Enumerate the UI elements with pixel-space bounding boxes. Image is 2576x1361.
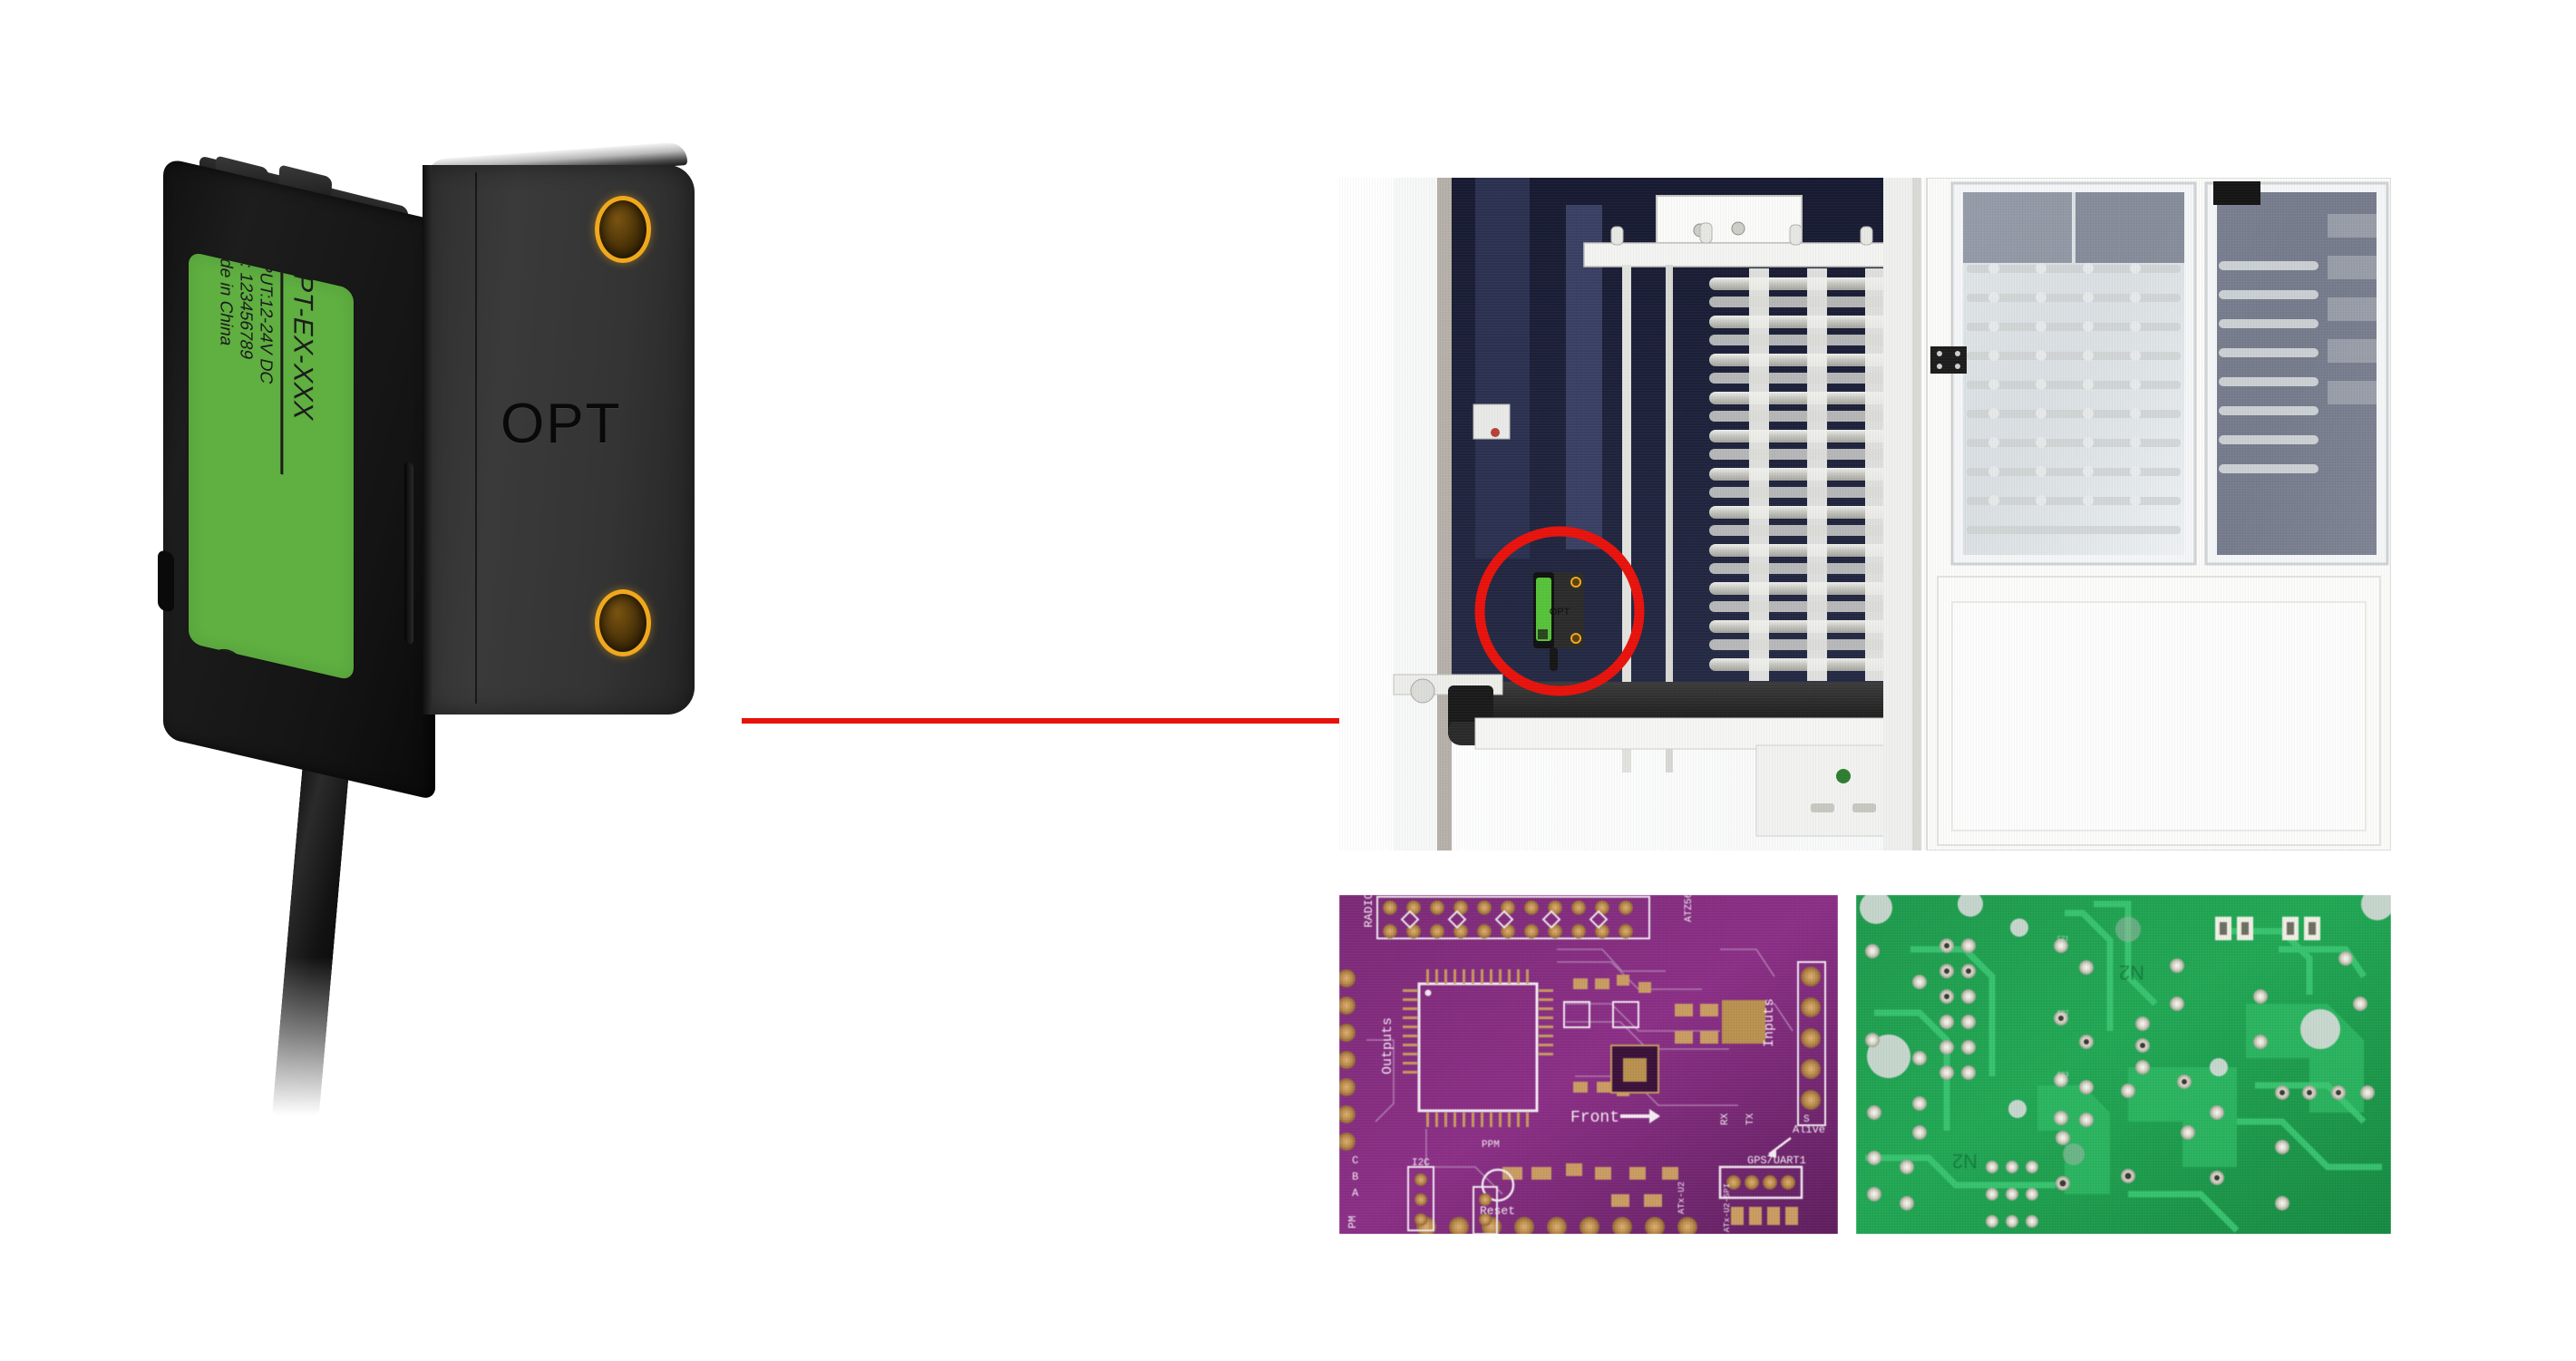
sensor-side-groove xyxy=(404,461,413,646)
svg-text:N2: N2 xyxy=(2119,961,2144,984)
machine-installation-photo: OPT xyxy=(1339,178,2391,851)
product-label: OPT-EX-XXX INPUT:12-24V DC SN: 123456789… xyxy=(189,250,354,682)
pcb-purple-photo: RADIO Outputs Inputs ATZ560 Front Reset … xyxy=(1339,895,1838,1234)
label-divider xyxy=(280,250,284,475)
pcb-silk-tx: TX xyxy=(1745,1113,1756,1125)
product-label-text-block: OPT-EX-XXX INPUT:12-24V DC SN: 123456789… xyxy=(215,250,318,637)
pcb-silk-reset: Reset xyxy=(1480,1204,1515,1218)
svg-text:OPT: OPT xyxy=(1550,607,1570,617)
sensor-product-render: OPT-EX-XXX INPUT:12-24V DC SN: 123456789… xyxy=(158,141,852,1188)
pcb-silk-s: S xyxy=(1803,1114,1810,1125)
pcb-alive-arrow-icon xyxy=(1767,1137,1792,1158)
emitter-lens-icon xyxy=(595,196,651,263)
sensor-front-seam xyxy=(475,172,477,704)
svg-text:C23: C23 xyxy=(2057,1072,2069,1079)
pcb-silk-pm: PM xyxy=(1346,1216,1359,1229)
pcb-silk-outputs: Outputs xyxy=(1380,1017,1395,1074)
label-input-rating: INPUT:12-24V DC xyxy=(256,250,276,386)
svg-text:C21: C21 xyxy=(2057,936,2069,943)
pcb-silk-ppm: PPM xyxy=(1482,1140,1500,1151)
pcb-silk-alive: Alive xyxy=(1793,1123,1825,1136)
pcb-silk-front: Front xyxy=(1570,1109,1619,1127)
pcb-front-arrow-icon xyxy=(1620,1109,1660,1123)
label-serial-number: SN: 123456789 xyxy=(236,250,256,362)
brand-wordmark: OPT xyxy=(501,393,622,455)
sensor-front-face xyxy=(423,165,695,715)
svg-text:N2: N2 xyxy=(1952,1150,1978,1172)
pcb-silk-b: B xyxy=(1352,1171,1358,1183)
pcb-silk-atx-u2: ATx-U2 xyxy=(1677,1181,1687,1214)
svg-text:C22: C22 xyxy=(2057,1010,2069,1017)
label-model-number: OPT-EX-XXX xyxy=(287,250,318,424)
pcb-silk-atx-u2-spi: ATx-U2-SPI xyxy=(1723,1183,1732,1232)
receiver-lens-icon xyxy=(595,589,651,656)
pcb-silk-atmega: ATZ560 xyxy=(1684,895,1695,922)
pcb-silk-gps-uart1: GPS/UART1 xyxy=(1747,1154,1806,1167)
pcb-silk-rx: RX xyxy=(1720,1113,1731,1125)
pcb-silk-i2c: I2C xyxy=(1412,1158,1430,1169)
pcb-silk-c: C xyxy=(1352,1154,1358,1167)
pcb-silk-a: A xyxy=(1352,1187,1359,1200)
sensor-side-notch xyxy=(158,549,174,614)
pcb-silk-radio: RADIO xyxy=(1362,895,1375,928)
label-origin: Made in China xyxy=(216,250,236,348)
pcb-silk-inputs: Inputs xyxy=(1762,998,1777,1047)
